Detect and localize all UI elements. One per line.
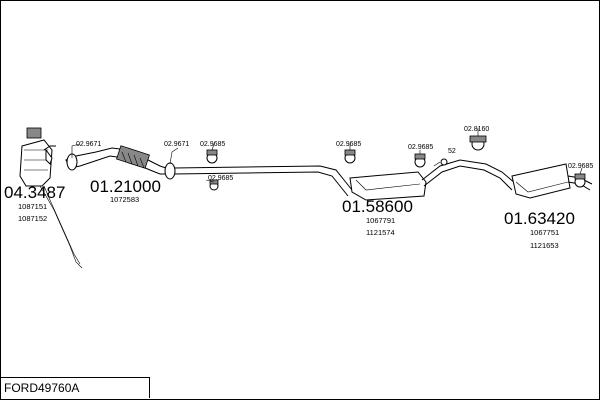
- oxygen-sensor-icon: [45, 148, 53, 165]
- bracket-icon[interactable]: [469, 128, 487, 151]
- catalyst-part-number: 04.3487: [4, 183, 65, 202]
- front-pipe-ref-1: 1072583: [110, 195, 139, 204]
- middle-silencer-ref-1: 1067791: [366, 216, 395, 225]
- front-pipe-part[interactable]: [65, 145, 167, 175]
- rear-silencer-ref-1: 1067751: [530, 228, 559, 237]
- middle-silencer-part-number: 01.58600: [342, 197, 413, 216]
- catalyst-ref-2: 1087152: [18, 214, 47, 223]
- rear-silencer-part-number: 01.63420: [504, 209, 575, 228]
- diagram-title: FORD49760A: [0, 377, 150, 398]
- accessory-label: 02.9685: [336, 141, 361, 148]
- ring-label: 52: [448, 148, 456, 155]
- hanger-icon[interactable]: [414, 150, 426, 168]
- accessory-label: 02.9685: [208, 175, 233, 182]
- accessory-label: 02.9685: [408, 144, 433, 151]
- rear-silencer-part[interactable]: [511, 163, 593, 199]
- hanger-icon[interactable]: [574, 167, 586, 188]
- accessory-label: 02.9685: [568, 163, 593, 170]
- hanger-icon[interactable]: [344, 144, 356, 164]
- intermediate-pipe: [173, 165, 353, 197]
- accessory-label: 02.9671: [76, 141, 101, 148]
- hanger-icon[interactable]: [205, 179, 219, 191]
- accessory-label: 02.8160: [464, 126, 489, 133]
- clamp-icon[interactable]: [164, 147, 179, 180]
- catalyst-part[interactable]: [19, 127, 83, 269]
- rear-silencer-ref-2: 1121653: [530, 241, 559, 250]
- middle-silencer-part[interactable]: [349, 159, 517, 201]
- ring-icon[interactable]: [433, 158, 448, 167]
- accessory-label: 02.9685: [200, 141, 225, 148]
- accessory-label: 02.9671: [164, 141, 189, 148]
- gasket-icon[interactable]: [66, 143, 81, 171]
- middle-silencer-ref-2: 1121574: [366, 228, 395, 237]
- front-pipe-part-number: 01.21000: [90, 177, 161, 196]
- hanger-icon[interactable]: [206, 143, 218, 164]
- catalyst-ref-1: 1087151: [18, 202, 47, 211]
